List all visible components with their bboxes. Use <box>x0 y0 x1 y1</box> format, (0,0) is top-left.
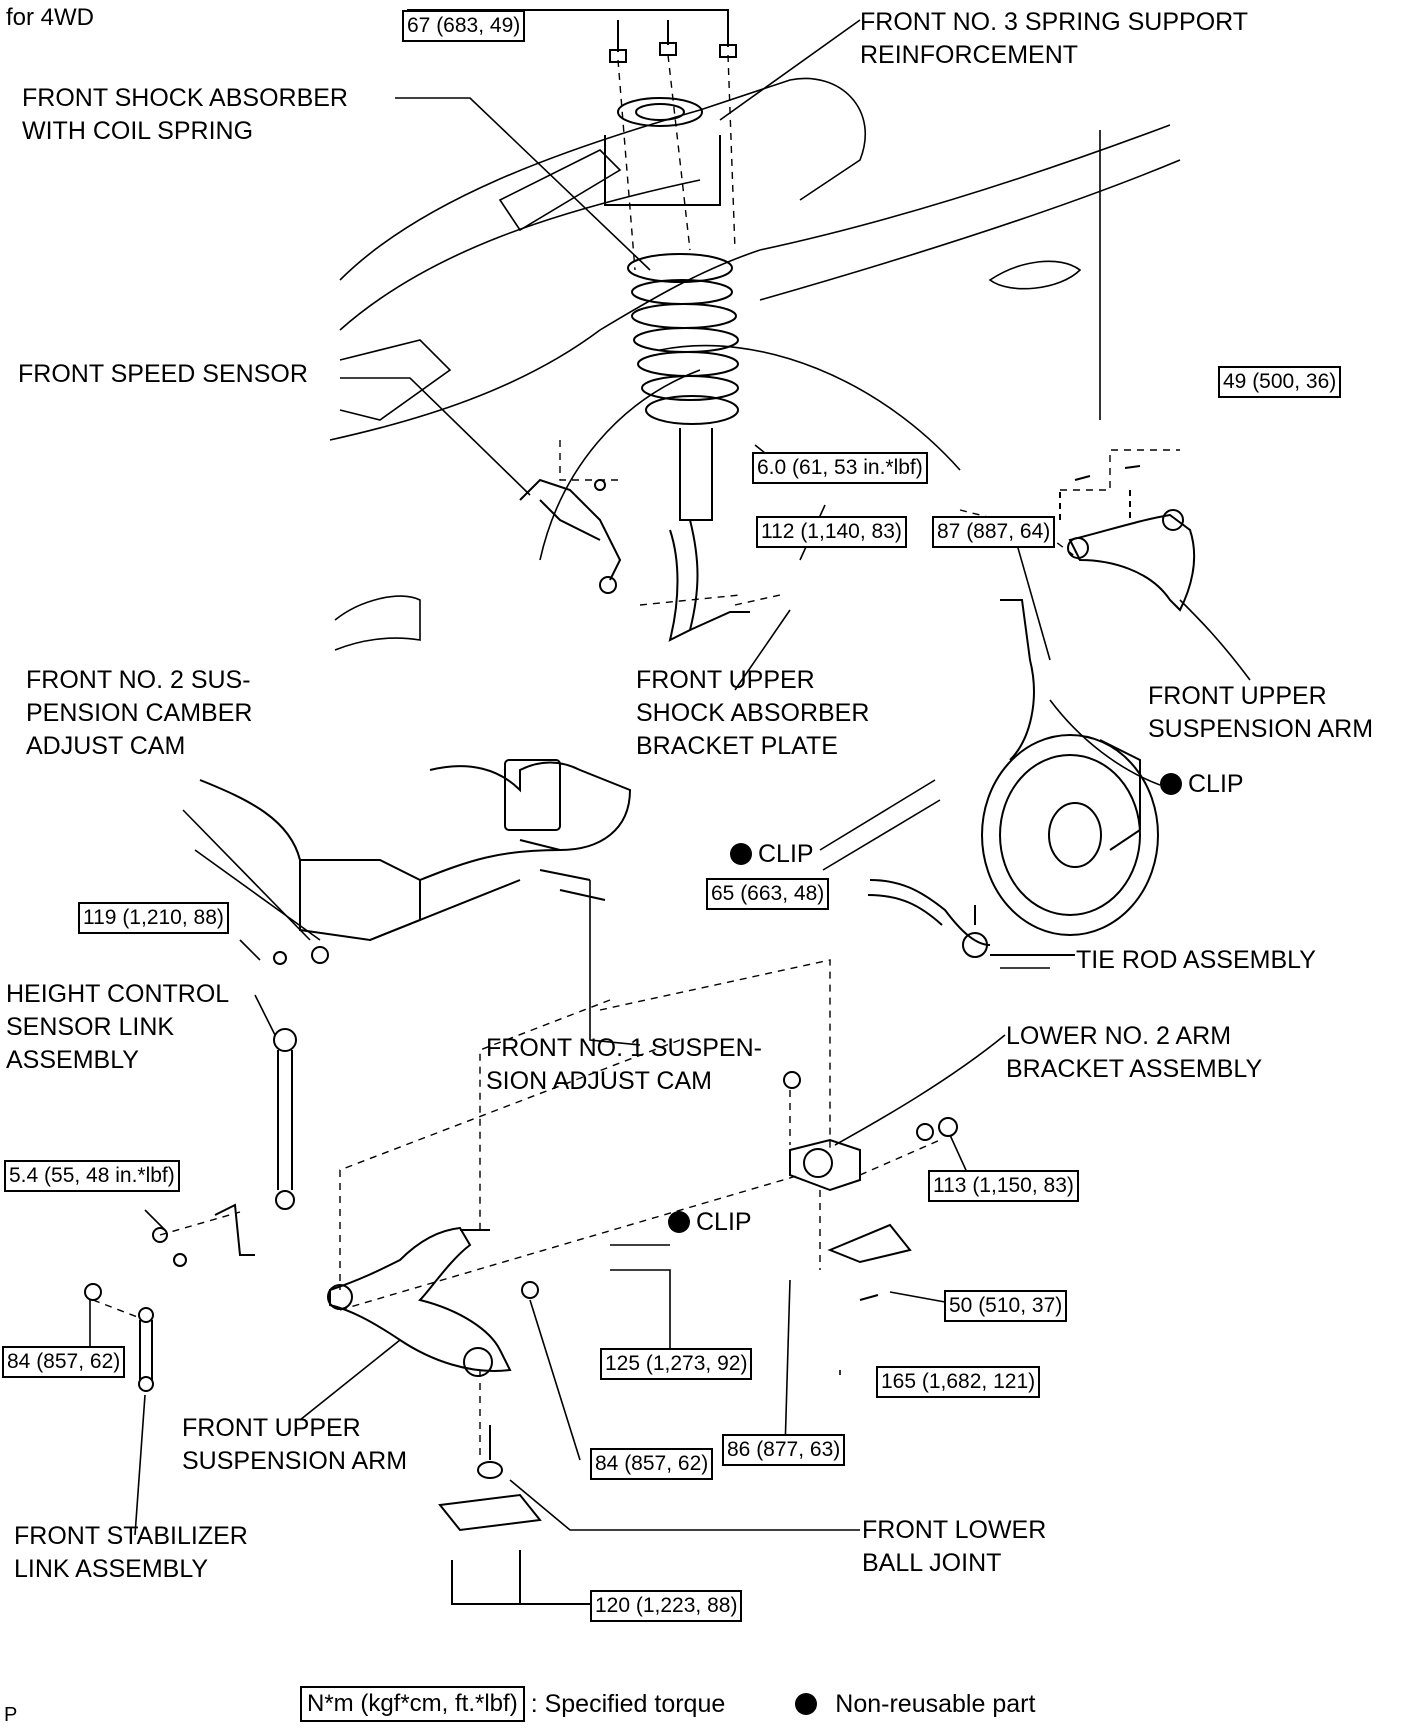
torque-84-left: 84 (857, 62) <box>2 1346 126 1378</box>
torque-5-4: 5.4 (55, 48 in.*lbf) <box>4 1160 180 1192</box>
torque-87: 87 (887, 64) <box>932 516 1056 548</box>
lower-bracket <box>783 1071 958 1301</box>
non-reusable-dot <box>668 1211 690 1233</box>
torque-65: 65 (663, 48) <box>706 878 830 910</box>
label-stabilizer-link: FRONT STABILIZER LINK ASSEMBLY <box>14 1522 248 1583</box>
corner-mark: P <box>4 1704 18 1726</box>
label-tie-rod: TIE ROD ASSEMBLY <box>1076 946 1316 974</box>
label-upper-arm-left: FRONT UPPER SUSPENSION ARM <box>182 1414 408 1475</box>
label-camber-cam: FRONT NO. 2 SUS- PENSION CAMBER ADJUST C… <box>26 666 253 760</box>
upper-arm-right <box>1059 465 1196 612</box>
legend-dot <box>795 1693 818 1715</box>
legend-dot-desc: Non-reusable part <box>835 1689 1036 1718</box>
label-clip-lower: CLIP <box>668 1206 752 1239</box>
alignment-lines <box>92 54 1180 1460</box>
torque-112: 112 (1,140, 83) <box>756 516 907 548</box>
legend-unit-desc: : Specified torque <box>530 1689 726 1718</box>
leader-lines <box>89 19 1251 1536</box>
label-spring-support: FRONT NO. 3 SPRING SUPPORT REINFORCEMENT <box>860 8 1249 69</box>
label-upper-arm-right: FRONT UPPER SUSPENSION ARM <box>1148 682 1374 743</box>
torque-86: 86 (877, 63) <box>722 1434 846 1466</box>
non-reusable-dot <box>1160 773 1182 795</box>
label-bracket-plate: FRONT UPPER SHOCK ABSORBER BRACKET PLATE <box>636 666 870 760</box>
torque-49: 49 (500, 36) <box>1218 366 1342 398</box>
torque-120: 120 (1,223, 88) <box>590 1590 743 1622</box>
lower-arm <box>327 1226 539 1377</box>
height-sensor-link <box>152 1028 297 1267</box>
variant-label: for 4WD <box>6 4 95 31</box>
label-clip-middle: CLIP <box>730 838 814 871</box>
coil-spring <box>627 253 750 642</box>
torque-67: 67 (683, 49) <box>402 10 526 42</box>
torque-6: 6.0 (61, 53 in.*lbf) <box>752 452 928 484</box>
tie-rod <box>867 879 1075 958</box>
knuckle-disc <box>981 599 1159 936</box>
torque-84-mid: 84 (857, 62) <box>590 1448 714 1480</box>
label-clip-right: CLIP <box>1160 768 1244 801</box>
torque-50: 50 (510, 37) <box>944 1290 1068 1322</box>
lower-ball-joint <box>438 1425 590 1605</box>
spring-support <box>407 9 737 206</box>
speed-sensor <box>519 478 622 594</box>
stabilizer-link <box>84 1283 154 1392</box>
torque-125: 125 (1,273, 92) <box>600 1348 753 1380</box>
torque-165: 165 (1,682, 121) <box>876 1366 1041 1398</box>
body-outline <box>329 77 1181 651</box>
legend-unit: N*m (kgf*cm, ft.*lbf) <box>300 1686 525 1722</box>
label-speed-sensor: FRONT SPEED SENSOR <box>18 360 308 388</box>
label-adjust-cam: FRONT NO. 1 SUSPEN- SION ADJUST CAM <box>486 1034 762 1095</box>
non-reusable-dot <box>730 843 752 865</box>
legend: N*m (kgf*cm, ft.*lbf) : Specified torque… <box>300 1686 1035 1722</box>
label-lower-bracket: LOWER NO. 2 ARM BRACKET ASSEMBLY <box>1006 1022 1263 1083</box>
label-lower-ball-joint: FRONT LOWER BALL JOINT <box>862 1516 1047 1577</box>
label-height-sensor: HEIGHT CONTROL SENSOR LINK ASSEMBLY <box>6 980 230 1074</box>
torque-113: 113 (1,150, 83) <box>928 1170 1079 1202</box>
crossmember <box>199 759 632 965</box>
torque-119: 119 (1,210, 88) <box>78 902 229 934</box>
label-shock-absorber: FRONT SHOCK ABSORBER WITH COIL SPRING <box>22 84 348 145</box>
